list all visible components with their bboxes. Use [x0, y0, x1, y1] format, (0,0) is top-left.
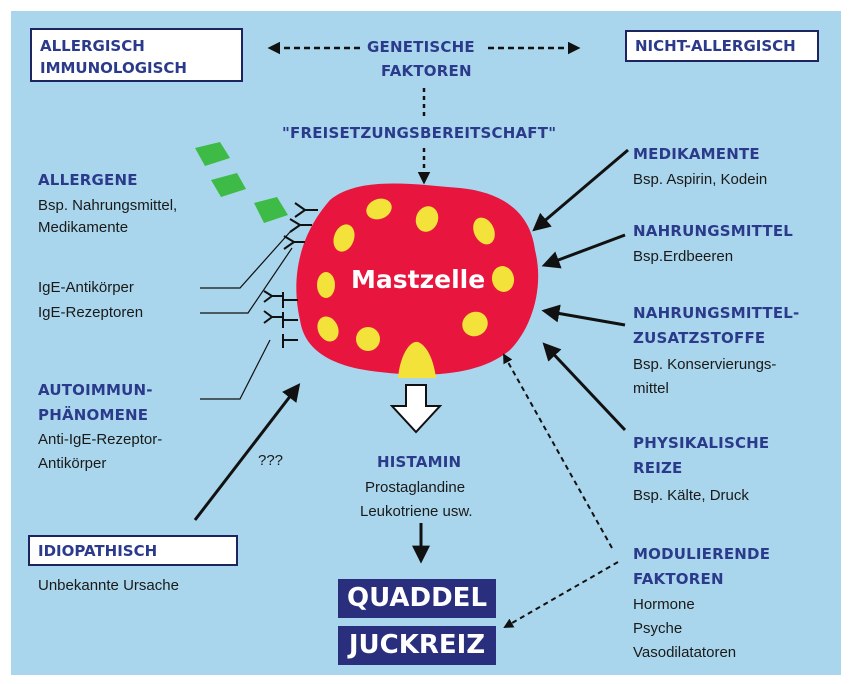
allergen-particles — [195, 142, 288, 223]
right-arrows — [535, 150, 628, 430]
modulierend-arrow-down — [505, 562, 618, 627]
autoimmun-text-2: Antikörper — [38, 456, 106, 471]
nicht-allergisch-box: NICHT-ALLERGISCH — [625, 30, 819, 62]
ige-rezeptoren-label: IgE-Rezeptoren — [38, 305, 143, 320]
zusatz-text-1: Bsp. Konservierungs- — [633, 357, 776, 372]
nahrungsmittel-text: Bsp.Erdbeeren — [633, 249, 733, 264]
idiopathisch-box: IDIOPATHISCH — [28, 535, 238, 566]
modulierend-text-1: Hormone — [633, 597, 695, 612]
autoimmun-title-1: AUTOIMMUN- — [38, 383, 153, 398]
modulierend-title-2: FAKTOREN — [633, 572, 724, 587]
juckreiz-box: JUCKREIZ — [338, 626, 496, 665]
genetische-label: GENETISCHE — [367, 40, 475, 55]
allergene-text-2: Medikamente — [38, 220, 128, 235]
allergene-text-1: Bsp. Nahrungsmittel, — [38, 198, 177, 213]
allergisch-box: ALLERGISCH IMMUNOLOGISCH — [30, 28, 243, 82]
faktoren-label: FAKTOREN — [381, 64, 472, 79]
zusatz-title-2: ZUSATZSTOFFE — [633, 331, 765, 346]
idiopathisch-label: IDIOPATHISCH — [38, 544, 157, 559]
nahrungsmittel-title: NAHRUNGSMITTEL — [633, 224, 793, 239]
autoimmun-text-1: Anti-IgE-Rezeptor- — [38, 432, 162, 447]
histamin-title: HISTAMIN — [377, 455, 461, 470]
unknown-label: ??? — [258, 453, 283, 468]
histamin-text-2: Leukotriene usw. — [360, 504, 473, 519]
medikamente-text: Bsp. Aspirin, Kodein — [633, 172, 767, 187]
allergisch-line2: IMMUNOLOGISCH — [40, 61, 187, 76]
physikalisch-title-2: REIZE — [633, 461, 683, 476]
nicht-allergisch-label: NICHT-ALLERGISCH — [635, 39, 796, 54]
physikalisch-text: Bsp. Kälte, Druck — [633, 488, 749, 503]
medikamente-title: MEDIKAMENTE — [633, 147, 760, 162]
modulierend-text-2: Psyche — [633, 621, 682, 636]
mastzelle-label: Mastzelle — [351, 267, 485, 292]
release-arrow — [392, 385, 440, 432]
idiopathisch-text: Unbekannte Ursache — [38, 578, 179, 593]
modulierend-text-3: Vasodilatatoren — [633, 645, 736, 660]
autoimmun-title-2: PHÄNOMENE — [38, 408, 148, 423]
physikalisch-title-1: PHYSIKALISCHE — [633, 436, 769, 451]
zusatz-text-2: mittel — [633, 381, 669, 396]
quaddel-box: QUADDEL — [338, 579, 496, 618]
allergisch-line1: ALLERGISCH — [40, 39, 145, 54]
modulierend-title-1: MODULIERENDE — [633, 547, 770, 562]
allergene-title: ALLERGENE — [38, 173, 138, 188]
freisetzung-label: "FREISETZUNGSBEREITSCHAFT" — [282, 126, 556, 141]
histamin-text-1: Prostaglandine — [365, 480, 465, 495]
modulierend-arrow-up — [504, 355, 612, 548]
leader-lines — [200, 232, 292, 399]
ige-antikoerper-label: IgE-Antikörper — [38, 280, 134, 295]
zusatz-title-1: NAHRUNGSMITTEL- — [633, 306, 799, 321]
